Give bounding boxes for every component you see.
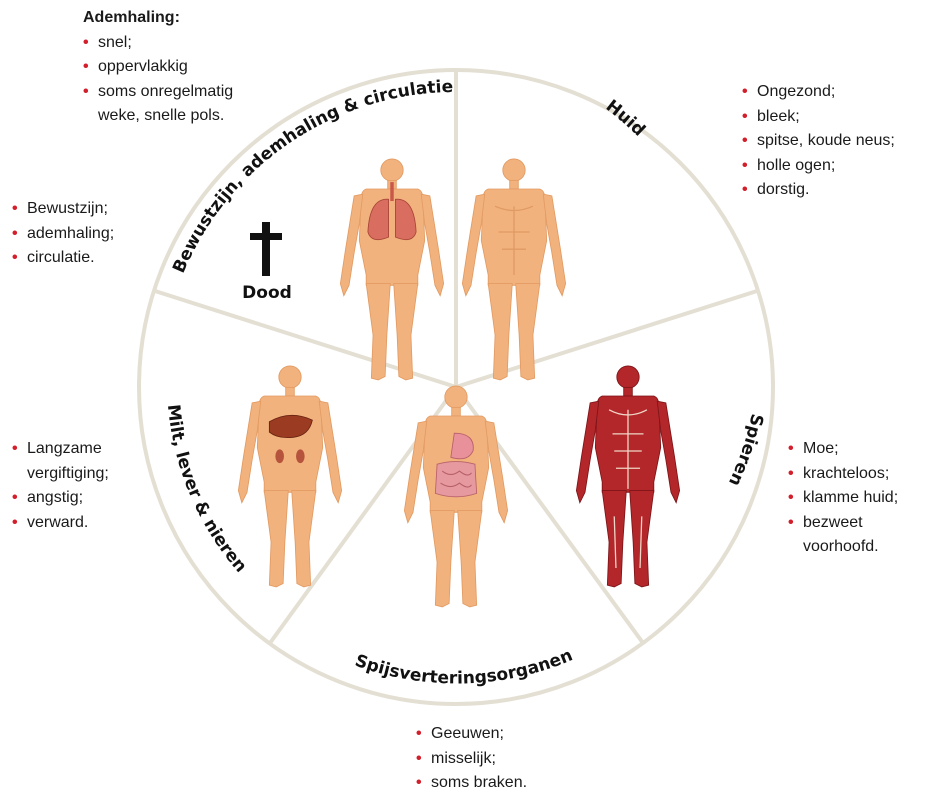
list-item: soms onregelmatig — [83, 80, 233, 105]
list-item: Moe; — [788, 437, 918, 462]
list-item: soms braken. — [416, 771, 527, 796]
list-item: Ongezond; — [742, 80, 895, 105]
kidney-icon — [296, 449, 305, 464]
dood-label: Dood — [242, 283, 292, 303]
list-item: circulatie. — [12, 246, 114, 271]
note-consciousness: Bewustzijn; ademhaling; circulatie. — [12, 197, 114, 271]
note-breathing-title: Ademhaling: — [83, 9, 180, 26]
list-item: snel; — [83, 31, 233, 56]
note-muscles: Moe; krachteloos; klamme huid; bezweet v… — [788, 437, 918, 560]
list-item: Langzame vergiftiging; — [12, 437, 124, 486]
body-figure-liver — [237, 365, 343, 588]
note-skin: Ongezond; bleek; spitse, koude neus; hol… — [742, 80, 895, 203]
cross-icon — [250, 222, 282, 276]
list-item: ademhaling; — [12, 222, 114, 247]
list-item-continuation: weke, snelle pols. — [98, 107, 225, 124]
body-figure-lungs — [339, 158, 445, 381]
list-item: bezweet voorhoofd. — [788, 511, 918, 560]
list-item: spitse, koude neus; — [742, 129, 895, 154]
note-breathing: Ademhaling: snel; oppervlakkig soms onre… — [83, 6, 233, 129]
list-item: Geeuwen; — [416, 722, 527, 747]
body-figure-muscles — [575, 365, 681, 588]
note-digestive: Geeuwen; misselijk; soms braken. — [416, 722, 527, 796]
kidney-icon — [275, 449, 284, 464]
list-item: misselijk; — [416, 747, 527, 772]
list-item: klamme huid; — [788, 486, 918, 511]
list-item: bleek; — [742, 105, 895, 130]
liver-icon — [268, 414, 313, 439]
list-item: krachteloos; — [788, 462, 918, 487]
list-item: angstig; — [12, 486, 124, 511]
lungs-icon — [367, 198, 417, 241]
body-figure-digestive — [403, 385, 509, 608]
list-item: Bewustzijn; — [12, 197, 114, 222]
stomach-icon — [450, 432, 474, 460]
body-figure-skin — [461, 158, 567, 381]
note-poisoning: Langzame vergiftiging; angstig; verward. — [12, 437, 124, 535]
list-item: verward. — [12, 511, 124, 536]
list-item: holle ogen; — [742, 154, 895, 179]
list-item: oppervlakkig — [83, 55, 233, 80]
intestines-icon — [434, 461, 478, 498]
list-item: dorstig. — [742, 178, 895, 203]
